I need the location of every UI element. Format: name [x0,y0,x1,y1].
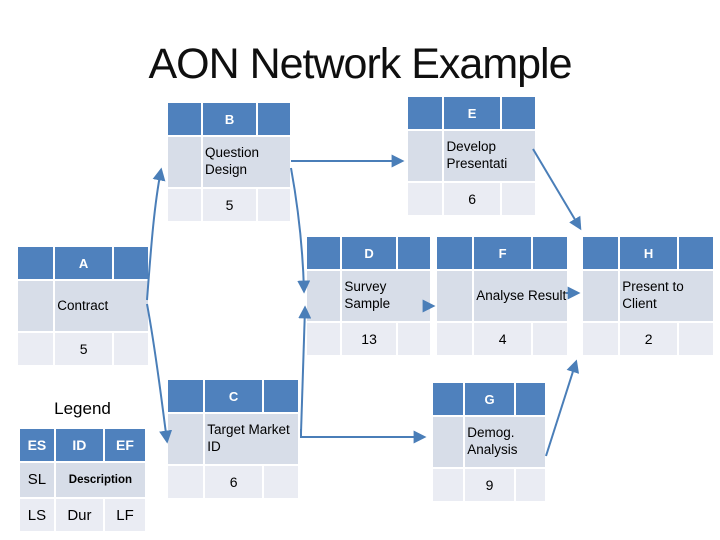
node-F-es-cell [437,237,473,269]
connector-b-d [290,167,311,294]
node-F-sl-cell [437,271,473,321]
node-B-description: Question Design [203,137,290,187]
node-C-id: C [205,380,262,412]
legend-description: Description [55,463,145,497]
node-G-id: G [465,383,514,415]
node-C-lf-cell [263,466,298,498]
node-D-description: Survey Sample [342,271,430,321]
node-C-description: Target Market ID [205,414,298,464]
node-G-ef-cell [515,383,545,415]
node-A-es-cell [18,247,54,279]
node-D: D Survey Sample 13 [307,237,430,355]
node-B-sl-cell [168,137,202,187]
node-C-ls-cell [168,466,204,498]
node-A-id: A [55,247,112,279]
node-D-lf-cell [397,323,430,355]
node-D-duration: 13 [342,323,396,355]
legend-table: ES ID EF SL Description LS Dur LF [20,429,145,531]
node-B-lf-cell [258,189,290,221]
node-A-lf-cell [113,333,148,365]
node-G-ls-cell [433,469,464,501]
node-E-duration: 6 [444,183,500,215]
node-G-description: Demog. Analysis [465,417,545,467]
node-E-description: Develop Presentati [444,131,535,181]
node-A-ef-cell [113,247,148,279]
node-C: C Target Market ID 6 [168,380,298,498]
legend-ls: LS [20,499,54,531]
node-D-es-cell [307,237,341,269]
node-A-ls-cell [18,333,54,365]
node-D-ef-cell [397,237,430,269]
node-C-duration: 6 [205,466,262,498]
node-B: B Question Design 5 [168,103,290,221]
legend-id: ID [55,429,103,461]
legend-ef: EF [105,429,145,461]
node-B-duration: 5 [203,189,257,221]
node-B-id: B [203,103,257,135]
node-D-id: D [342,237,396,269]
node-E: E Develop Presentati 6 [408,97,535,215]
node-G: G Demog. Analysis 9 [433,383,545,501]
node-E-ls-cell [408,183,443,215]
legend-es: ES [20,429,54,461]
node-G-duration: 9 [465,469,514,501]
node-A-sl-cell [18,281,54,331]
connector-a-c [146,303,173,444]
connector-g-h [545,359,580,457]
node-B-ef-cell [258,103,290,135]
node-F-lf-cell [532,323,567,355]
node-H-duration: 2 [620,323,677,355]
connector-a-b [146,167,166,301]
node-F-duration: 4 [474,323,531,355]
node-F-id: F [474,237,531,269]
node-A-description: Contract [55,281,148,331]
node-G-sl-cell [433,417,464,467]
node-F-ls-cell [437,323,473,355]
node-A: A Contract 5 [18,247,148,365]
legend-lf: LF [105,499,145,531]
node-E-es-cell [408,97,443,129]
node-A-duration: 5 [55,333,112,365]
node-E-sl-cell [408,131,443,181]
node-E-lf-cell [501,183,535,215]
node-C-es-cell [168,380,204,412]
node-B-ls-cell [168,189,202,221]
node-C-sl-cell [168,414,204,464]
node-G-lf-cell [515,469,545,501]
node-E-ef-cell [501,97,535,129]
node-C-ef-cell [263,380,298,412]
node-D-ls-cell [307,323,341,355]
node-E-id: E [444,97,500,129]
node-F-ef-cell [532,237,567,269]
connector-e-h [532,148,582,231]
legend-dur: Dur [55,499,103,531]
node-F-description: Analyse Result [474,271,567,321]
node-D-sl-cell [307,271,341,321]
node-H-ls-cell [583,323,619,355]
node-H-sl-cell [583,271,619,321]
slide-title: AON Network Example [148,40,572,88]
node-H: H Present to Client 2 [583,237,713,355]
legend-title: Legend [54,399,111,418]
node-H-id: H [620,237,677,269]
node-B-es-cell [168,103,202,135]
node-H-ef-cell [678,237,713,269]
connector-c-d [298,305,312,434]
node-F: F Analyse Result 4 [437,237,567,355]
node-H-lf-cell [678,323,713,355]
node-G-es-cell [433,383,464,415]
connector-c-g [300,429,427,444]
node-H-description: Present to Client [620,271,713,321]
legend-sl: SL [20,463,54,497]
node-H-es-cell [583,237,619,269]
